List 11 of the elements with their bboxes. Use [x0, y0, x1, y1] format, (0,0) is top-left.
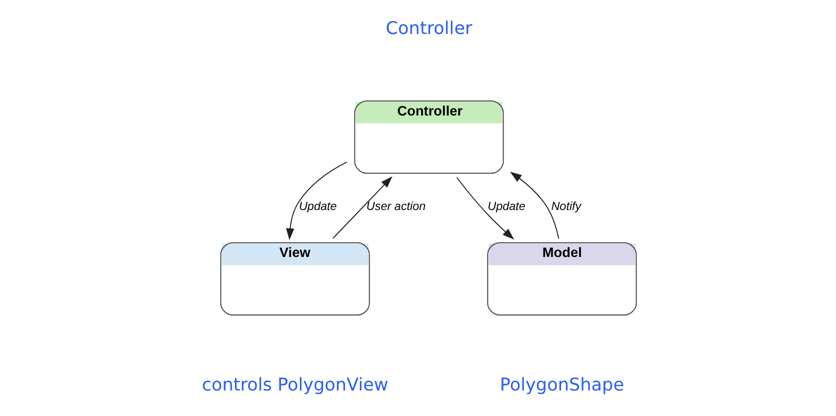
arrow: [332, 176, 392, 239]
arrow: [456, 176, 514, 240]
edge-label: Update: [298, 200, 336, 214]
node-label: Controller: [385, 18, 472, 39]
node-label: PolygonShape: [499, 376, 624, 396]
arrow: [286, 162, 347, 240]
edge-label: Update: [487, 200, 525, 214]
edge-label: Notify: [550, 200, 581, 214]
arrow: [510, 172, 559, 240]
edge-label: User action: [366, 200, 426, 214]
node-label: controls PolygonView: [201, 376, 388, 396]
